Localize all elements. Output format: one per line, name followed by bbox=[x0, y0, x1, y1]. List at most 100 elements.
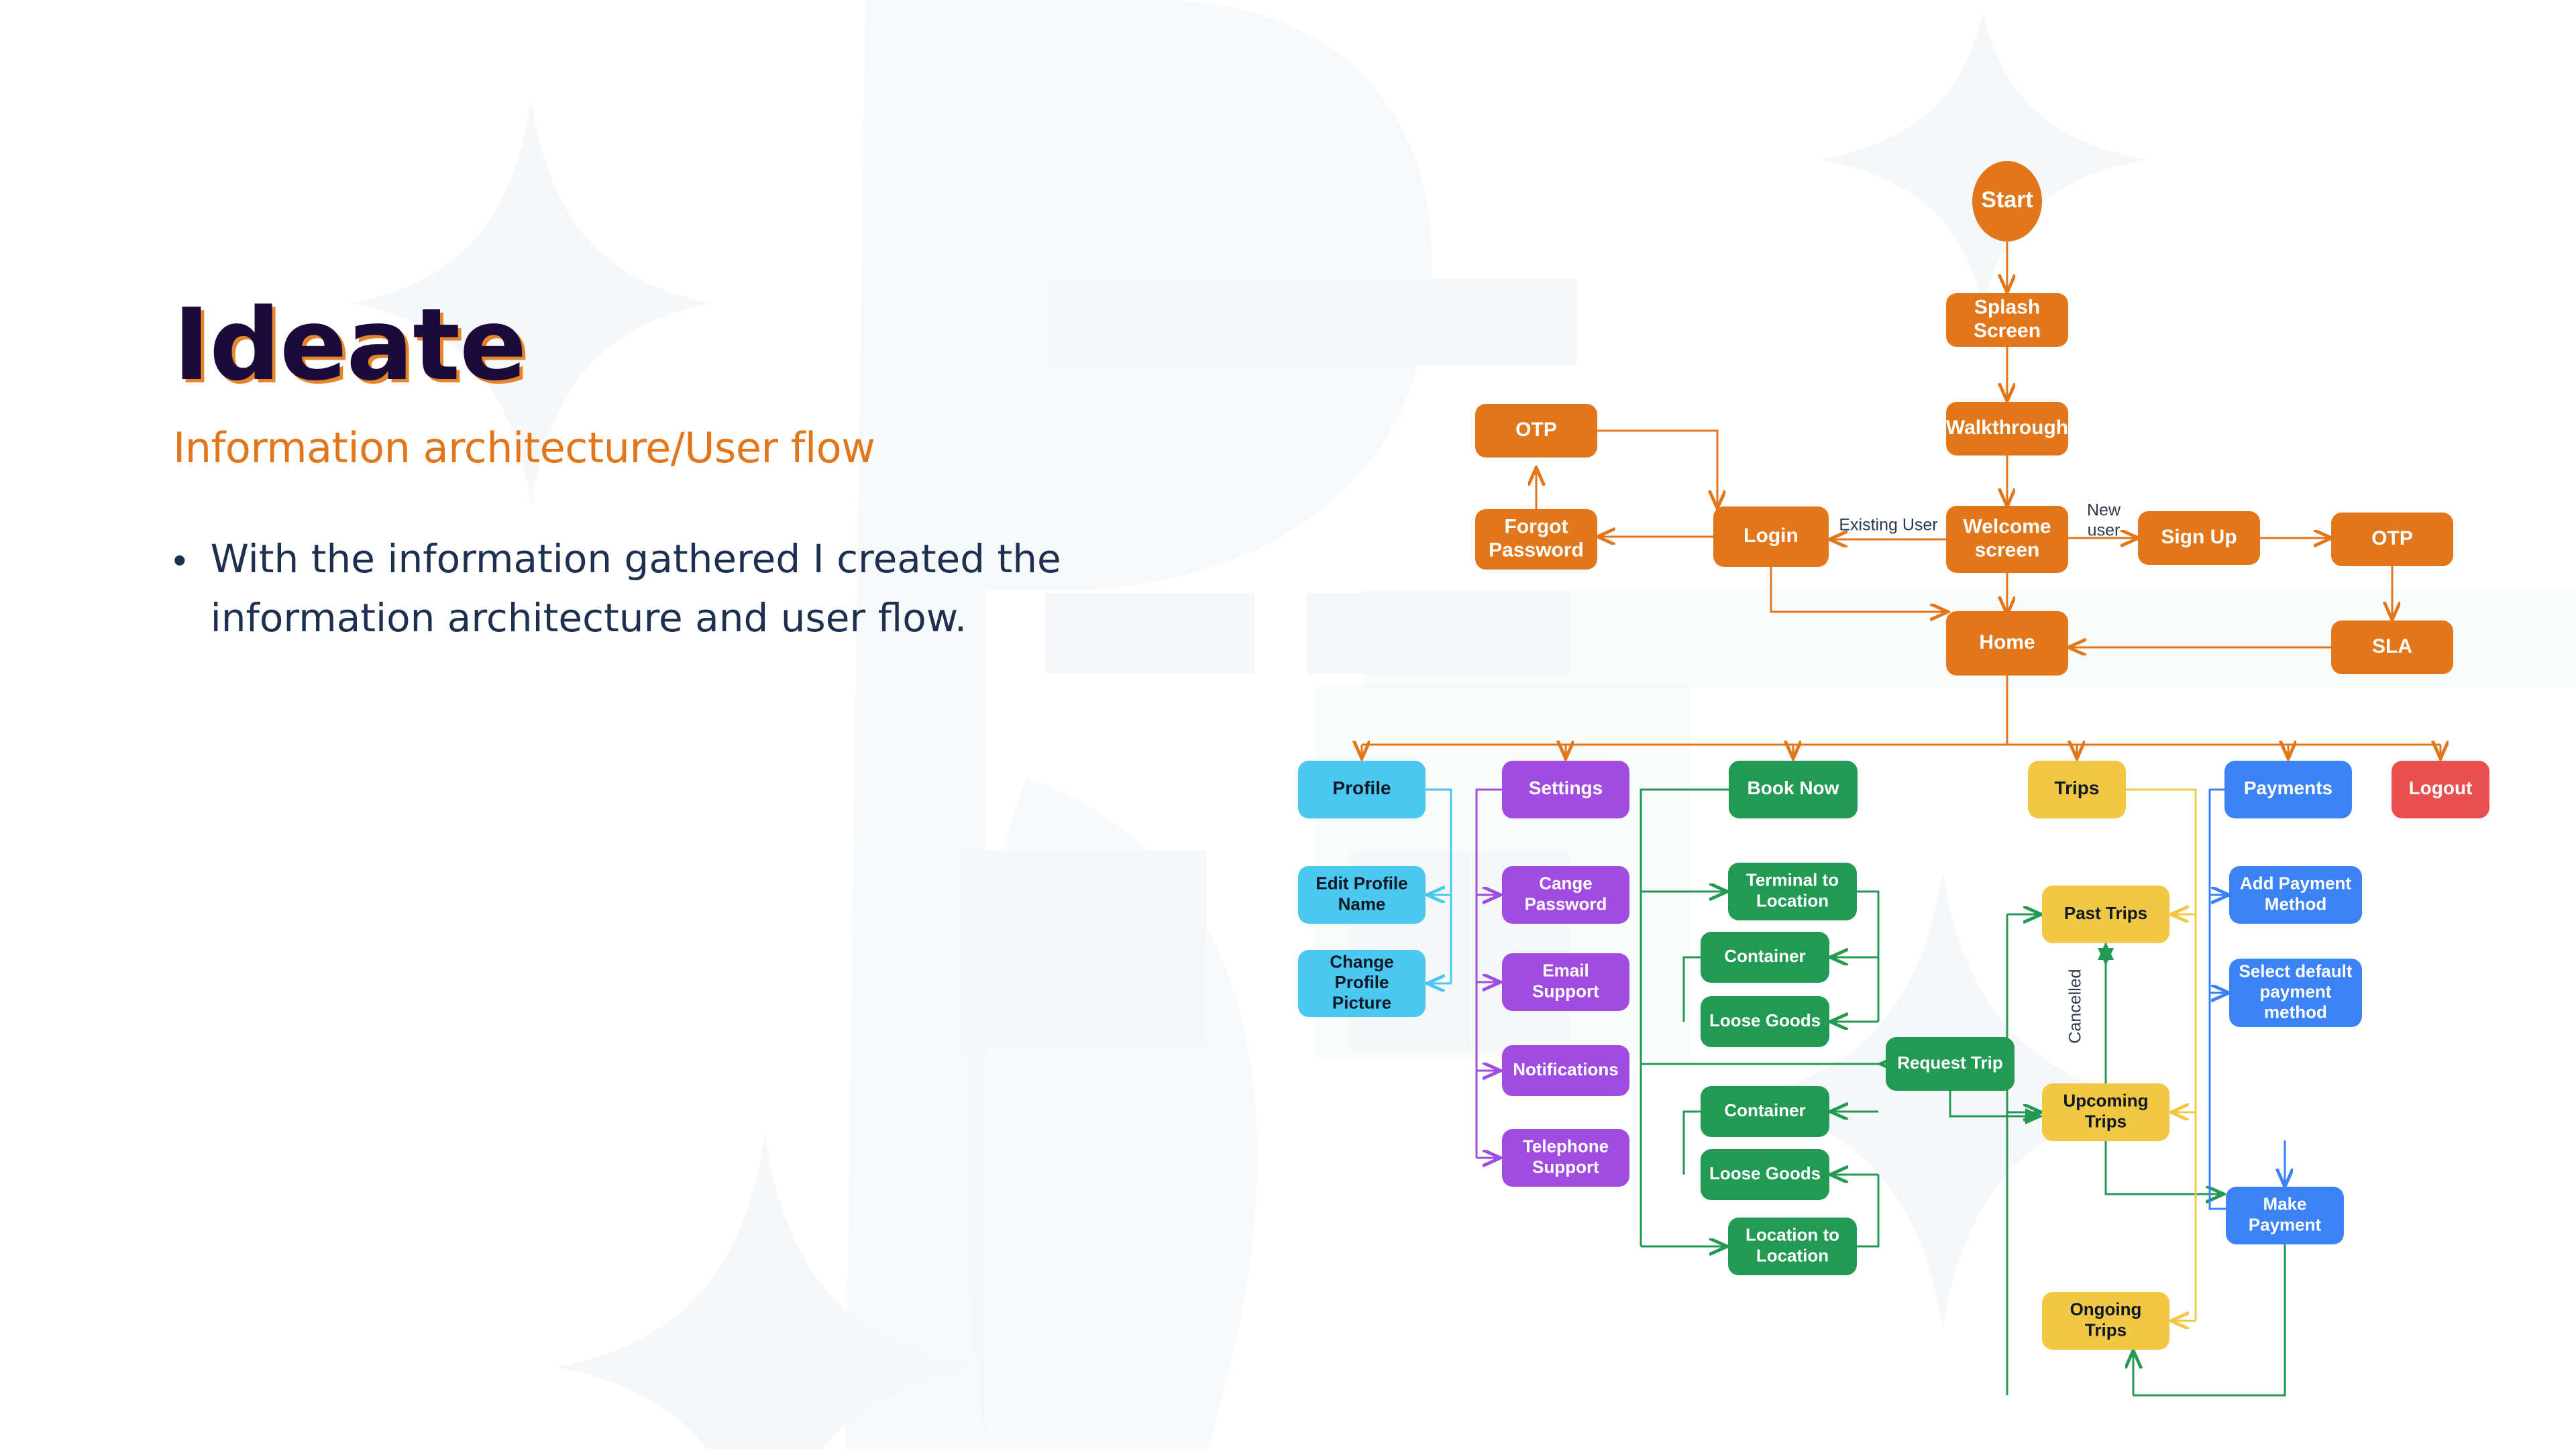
node-shape bbox=[1502, 761, 1629, 818]
flow-node-request_trip[interactable]: Request Trip bbox=[1886, 1037, 2015, 1091]
node-label: Profile bbox=[1332, 777, 1391, 798]
flow-node-otp_signup[interactable]: OTP bbox=[2331, 513, 2453, 566]
flow-node-start[interactable]: Start bbox=[1972, 161, 2042, 241]
flow-node-profile[interactable]: Profile bbox=[1298, 761, 1426, 818]
edge-home-branches bbox=[1362, 745, 2440, 757]
node-shape bbox=[1728, 863, 1857, 920]
node-label: Book Now bbox=[1748, 777, 1839, 798]
node-shape bbox=[1475, 509, 1597, 570]
flow-node-past_trips[interactable]: Past Trips bbox=[2042, 885, 2169, 943]
node-shape bbox=[1946, 402, 2068, 455]
node-label: Walkthrough bbox=[1946, 417, 2068, 439]
node-shape bbox=[1298, 950, 1426, 1017]
edge-payments-children bbox=[2210, 895, 2285, 1185]
flow-node-notifications[interactable]: Notifications bbox=[1502, 1045, 1629, 1096]
node-label: Notifications bbox=[1513, 1059, 1618, 1079]
node-label: Past Trips bbox=[2064, 903, 2147, 923]
bullet-text: With the information gathered I created … bbox=[210, 536, 1061, 641]
flow-node-container_1[interactable]: Container bbox=[1701, 932, 1829, 983]
flow-node-home[interactable]: Home bbox=[1946, 611, 2068, 676]
edge-group-settings bbox=[1475, 788, 1502, 1158]
node-shape bbox=[1946, 506, 2068, 573]
node-label: Trips bbox=[2055, 777, 2100, 798]
page-title: Ideate bbox=[173, 287, 527, 402]
flow-node-loose_2[interactable]: Loose Goods bbox=[1701, 1149, 1829, 1200]
node-shape bbox=[1729, 761, 1858, 818]
node-shape bbox=[2138, 511, 2260, 565]
flow-node-payments[interactable]: Payments bbox=[2224, 761, 2352, 818]
node-label: Logout bbox=[2409, 777, 2473, 798]
node-shape bbox=[1701, 1149, 1829, 1200]
edge-profile-children bbox=[1429, 895, 1451, 983]
edge-group-booking bbox=[1640, 788, 1883, 1248]
flow-node-loose_1[interactable]: Loose Goods bbox=[1701, 996, 1829, 1047]
node-shape bbox=[2042, 1292, 2169, 1350]
edge-payment-to-ongoing bbox=[2133, 1244, 2286, 1397]
node-shape bbox=[2229, 866, 2362, 924]
bullet-dot-icon: • bbox=[173, 539, 186, 582]
node-shape bbox=[1502, 1045, 1629, 1096]
node-shape bbox=[2028, 761, 2126, 818]
node-label: Request Trip bbox=[1897, 1053, 2002, 1073]
node-label: Payments bbox=[2244, 777, 2332, 798]
node-shape bbox=[1946, 611, 2068, 676]
slide-text-column: Ideate Information architecture/User flo… bbox=[173, 295, 1193, 648]
node-shape bbox=[1972, 161, 2042, 241]
flow-node-book_now[interactable]: Book Now bbox=[1729, 761, 1858, 818]
edge-label-new_user_1: New bbox=[2087, 501, 2121, 520]
node-label: Home bbox=[1979, 631, 2035, 653]
edge-label-new_user_2: user bbox=[2088, 521, 2121, 540]
node-shape bbox=[2229, 959, 2362, 1027]
node-shape bbox=[1298, 761, 1426, 818]
node-shape bbox=[1728, 1218, 1857, 1275]
node-shape bbox=[2331, 621, 2453, 674]
node-shape bbox=[2224, 761, 2352, 818]
flow-node-sla[interactable]: SLA bbox=[2331, 621, 2453, 674]
flow-node-logout[interactable]: Logout bbox=[2392, 761, 2489, 818]
node-shape bbox=[2226, 1187, 2344, 1244]
page-subtitle: Information architecture/User flow bbox=[173, 423, 875, 472]
flow-node-login[interactable]: Login bbox=[1713, 506, 1829, 567]
flow-node-walkthrough[interactable]: Walkthrough bbox=[1946, 402, 2068, 455]
flow-node-settings[interactable]: Settings bbox=[1502, 761, 1629, 818]
edge-group-orange bbox=[1536, 241, 2392, 647]
node-label: Loose Goods bbox=[1709, 1163, 1821, 1183]
flow-node-signup[interactable]: Sign Up bbox=[2138, 511, 2260, 565]
node-shape bbox=[1502, 1129, 1629, 1187]
node-label: Container bbox=[1724, 1100, 1805, 1120]
flow-node-otp_login[interactable]: OTP bbox=[1475, 404, 1597, 458]
bullet-list-item: • With the information gathered I create… bbox=[173, 529, 1193, 647]
node-label: Loose Goods bbox=[1709, 1010, 1821, 1030]
node-shape bbox=[1502, 866, 1629, 924]
node-label: Settings bbox=[1529, 777, 1603, 798]
flow-node-container_2[interactable]: Container bbox=[1701, 1086, 1829, 1137]
flow-node-trips[interactable]: Trips bbox=[2028, 761, 2126, 818]
